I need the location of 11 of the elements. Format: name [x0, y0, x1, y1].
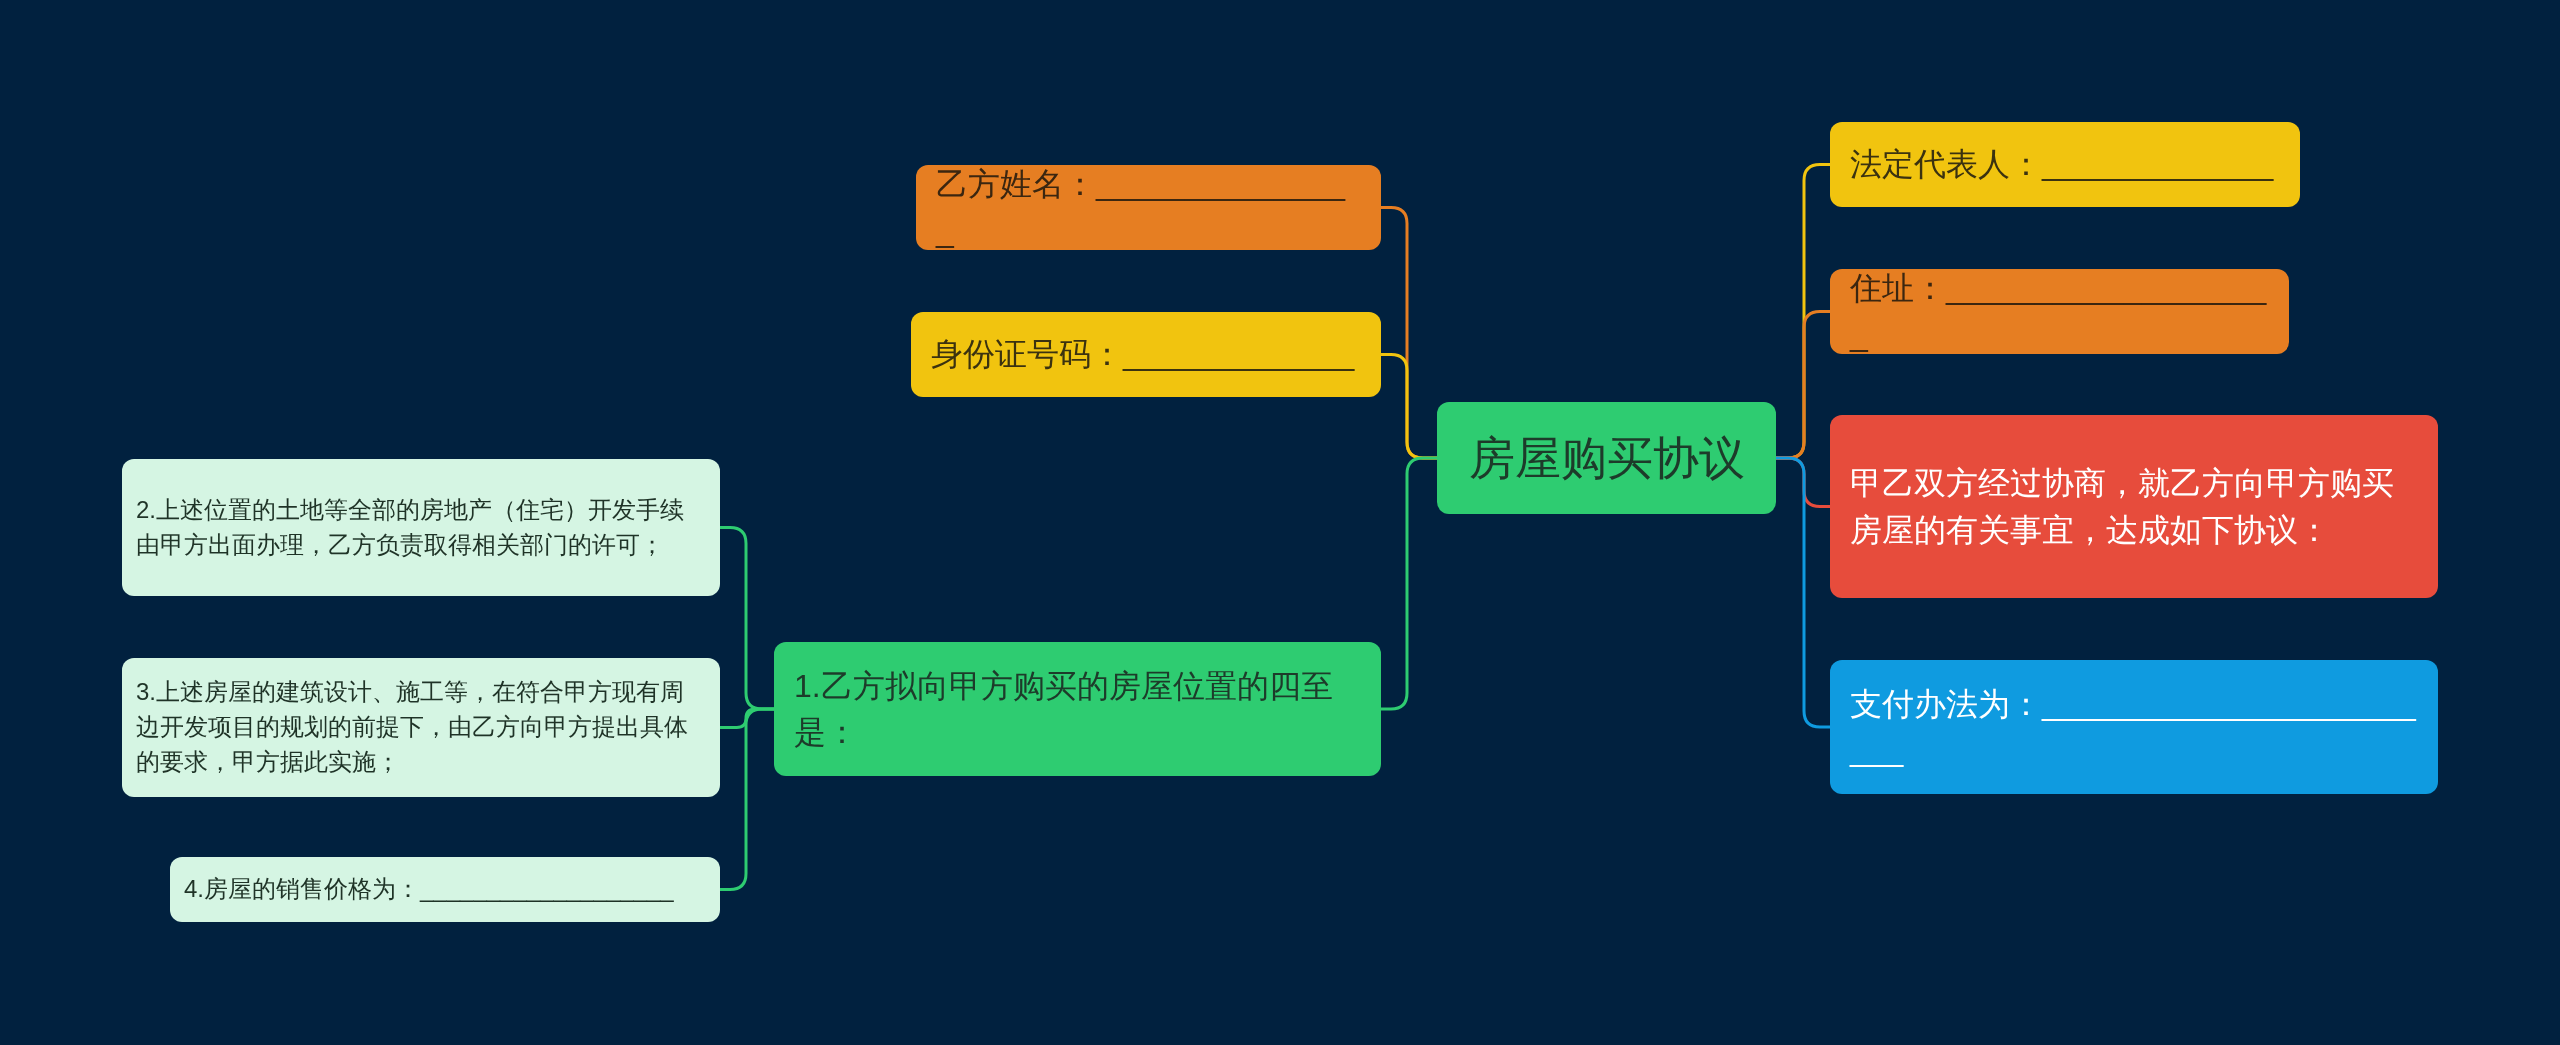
- topic-box: 乙方姓名：_______________: [916, 165, 1381, 250]
- topic-box: 法定代表人：_____________: [1830, 122, 2300, 207]
- topic-box: 1.乙方拟向甲方购买的房屋位置的四至是：: [774, 642, 1381, 776]
- subtopic-box: 3.上述房屋的建筑设计、施工等，在符合甲方现有周边开发项目的规划的前提下，由乙方向甲方提出具体的要求，甲方据此实施；: [122, 658, 720, 797]
- topic-box: 支付办法为：________________________: [1830, 660, 2438, 794]
- topic-box: 住址：___________________: [1830, 269, 2289, 354]
- topic-box: 房屋购买协议: [1437, 402, 1776, 514]
- topic-box: 身份证号码：_____________: [911, 312, 1381, 397]
- topic-box: 甲乙双方经过协商，就乙方向甲方购买房屋的有关事宜，达成如下协议：: [1830, 415, 2438, 598]
- subtopic-box: 4.房屋的销售价格为：___________________: [170, 857, 720, 922]
- subtopic-box: 2.上述位置的土地等全部的房地产（住宅）开发手续由甲方出面办理，乙方负责取得相关部门的许可；: [122, 459, 720, 596]
